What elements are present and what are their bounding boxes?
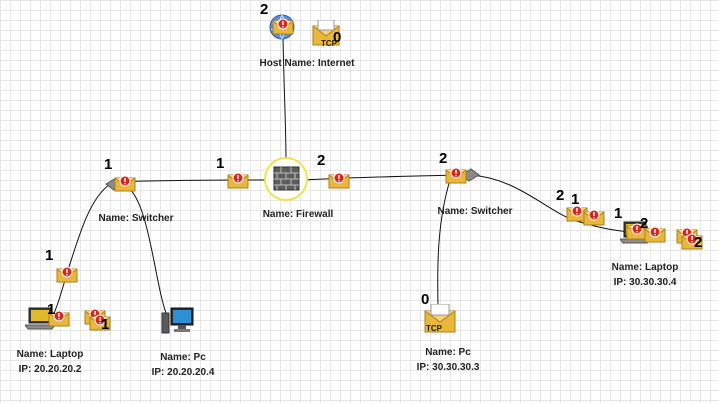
internet-tcp-count: 0 xyxy=(333,29,342,46)
alert-envelope-icon[interactable] xyxy=(681,232,703,250)
alert-envelope-icon[interactable] xyxy=(272,17,294,35)
firewall-right-alert-count: 2 xyxy=(317,152,326,169)
link-switch-left-laptop-left xyxy=(51,183,111,319)
alert-envelope-icon[interactable] xyxy=(626,222,648,240)
alert-envelope-icon[interactable] xyxy=(566,204,588,222)
switch-right-alert-count: 2 xyxy=(439,150,448,167)
laptop-left-alert-count-a: 1 xyxy=(47,301,56,318)
laptop-icon[interactable] xyxy=(24,306,56,330)
link-switch-right-laptop-right xyxy=(469,174,641,234)
laptop-right-alert-count-b: 2 xyxy=(640,215,649,232)
laptop-right-ip: IP: 30.30.30.4 xyxy=(613,277,677,288)
alert-envelope-icon[interactable] xyxy=(56,265,78,283)
alert-envelope-icon[interactable] xyxy=(328,171,350,189)
laptop-left-name: Name: Laptop xyxy=(16,349,84,360)
tcp-envelope-icon[interactable] xyxy=(424,303,456,333)
alert-envelope-icon[interactable] xyxy=(644,225,666,243)
link-internet-firewall xyxy=(282,37,287,161)
firewall-name: Name: Firewall xyxy=(262,209,334,220)
link-switch-right-pc-right xyxy=(437,179,451,306)
laptop-right-alert-count-c: 2 xyxy=(694,234,703,251)
pc-left-name: Name: Pc xyxy=(160,352,206,363)
link-left-alert-count: 1 xyxy=(45,247,54,264)
alert-envelope-icon[interactable] xyxy=(227,171,249,189)
pc-right-ip: IP: 30.30.30.3 xyxy=(416,362,480,373)
laptop-right-name: Name: Laptop xyxy=(611,262,679,273)
firewall-icon[interactable] xyxy=(261,155,311,205)
link-right-alert-count-a: 2 xyxy=(556,187,565,204)
alert-envelope-icon[interactable] xyxy=(114,174,136,192)
firewall-left-alert-count: 1 xyxy=(216,155,225,172)
tcp-label: TCP xyxy=(321,39,337,48)
pc-right-tcp-count: 0 xyxy=(421,291,430,308)
tcp-label: TCP xyxy=(426,324,442,333)
switch-right-name: Name: Switcher xyxy=(437,206,513,217)
laptop-left-ip: IP: 20.20.20.2 xyxy=(18,364,82,375)
pc-icon[interactable] xyxy=(161,307,195,335)
pc-right-name: Name: Pc xyxy=(425,347,471,358)
internet-alert-count: 2 xyxy=(260,1,269,18)
alert-envelope-icon[interactable] xyxy=(48,309,70,327)
switch-left-name: Name: Switcher xyxy=(98,213,174,224)
switch-left-alert-count: 1 xyxy=(104,156,113,173)
link-right-alert-count-b: 1 xyxy=(571,191,580,208)
alert-envelope-icon[interactable] xyxy=(445,166,467,184)
tcp-envelope-icon[interactable] xyxy=(312,19,340,46)
laptop-left-alert-count-b: 1 xyxy=(101,316,110,333)
alert-envelope-icon[interactable] xyxy=(89,313,111,331)
pc-left-ip: IP: 20.20.20.4 xyxy=(151,367,215,378)
internet-host-name: Host Name: Internet xyxy=(259,58,355,69)
link-switch-left-pc-left xyxy=(125,185,169,319)
alert-envelope-icon[interactable] xyxy=(583,208,605,226)
laptop-right-alert-count-a: 1 xyxy=(614,205,623,222)
